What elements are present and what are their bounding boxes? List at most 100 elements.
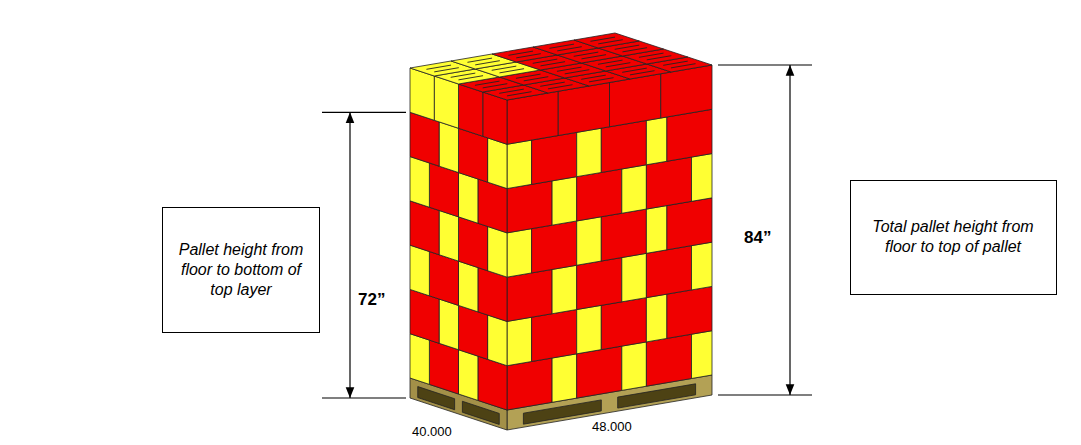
carton-face: [532, 132, 577, 184]
handle-slot: [598, 60, 623, 64]
carton-face: [434, 76, 458, 128]
carton-face: [483, 92, 507, 144]
handle-slot: [524, 77, 549, 81]
handle-slot: [516, 74, 541, 78]
carton-face: [622, 342, 647, 390]
note-text: Pallet height from floor to bottom of to…: [168, 240, 314, 300]
handle-slot: [581, 55, 606, 59]
handle-slot: [622, 68, 647, 72]
handle-slot: [565, 70, 590, 74]
extension-line: [718, 64, 812, 65]
carton-face: [610, 74, 661, 127]
carton-face: [439, 122, 458, 173]
carton-face: [577, 217, 602, 265]
handle-slot: [581, 75, 606, 79]
carton-face: [661, 65, 712, 118]
carton-face: [601, 209, 646, 261]
handle-slot: [589, 78, 614, 82]
handle-slot: [516, 54, 541, 58]
handle-slot: [533, 59, 558, 63]
carton-face: [646, 294, 667, 342]
handle-slot: [467, 58, 492, 62]
carton-face: [507, 91, 558, 144]
handle-slot: [598, 40, 623, 44]
carton-face: [507, 269, 552, 321]
handle-slot: [549, 44, 574, 48]
carton-face: [622, 165, 647, 213]
handle-slot: [557, 47, 582, 51]
carton-face: [507, 358, 552, 410]
carton-face: [646, 117, 667, 165]
carton-face: [507, 317, 532, 365]
note-box: Total pallet height from floor to top of…: [850, 180, 1057, 295]
handle-slot: [499, 69, 524, 73]
carton-face: [410, 245, 429, 296]
note-box: Pallet height from floor to bottom of to…: [162, 207, 320, 333]
carton-face: [459, 350, 478, 401]
handle-slot: [590, 37, 615, 41]
handle-slot: [671, 64, 696, 68]
carton-face: [646, 246, 691, 298]
carton-face: [692, 331, 713, 379]
carton-face: [692, 154, 713, 202]
carton-face: [459, 173, 478, 224]
handle-slot: [574, 52, 599, 56]
handle-slot: [426, 65, 451, 69]
carton-face: [459, 261, 478, 312]
carton-top: [574, 33, 639, 48]
extension-line: [322, 112, 406, 113]
handle-slot: [647, 56, 672, 60]
carton-face: [507, 229, 532, 277]
handle-slot: [622, 48, 647, 52]
handle-slot: [475, 81, 500, 85]
handle-slot: [507, 92, 532, 96]
carton-face: [577, 305, 602, 353]
handle-slot: [458, 76, 483, 80]
carton-face: [552, 354, 577, 402]
carton-face: [692, 242, 713, 290]
carton-face: [646, 206, 667, 254]
handle-slot: [451, 73, 476, 77]
handle-slot: [615, 45, 640, 49]
carton-face: [488, 138, 507, 189]
dimension-arrow: [789, 65, 790, 395]
carton-face: [552, 265, 577, 313]
carton-face: [410, 334, 429, 385]
carton-face: [439, 299, 458, 350]
handle-slot: [639, 53, 664, 57]
note-text: Total pallet height from floor to top of…: [856, 217, 1051, 257]
handle-slot: [630, 71, 655, 75]
pallet-dimension: 48.000: [592, 419, 632, 434]
handle-slot: [499, 89, 524, 93]
dimension-value: 84”: [744, 228, 771, 248]
carton-face: [577, 169, 622, 221]
handle-slot: [606, 63, 631, 67]
carton-face: [410, 68, 434, 120]
carton-face: [601, 298, 646, 350]
carton-face: [558, 83, 609, 136]
handle-slot: [540, 82, 565, 86]
carton-face: [552, 177, 577, 225]
extension-line: [718, 394, 812, 395]
handle-slot: [540, 62, 565, 66]
handle-slot: [492, 66, 517, 70]
carton-face: [507, 181, 552, 233]
extension-line: [322, 397, 406, 398]
handle-slot: [548, 85, 573, 89]
carton-face: [667, 109, 712, 161]
dimension-arrow: [349, 112, 350, 398]
carton-face: [507, 140, 532, 188]
carton-face: [646, 157, 691, 209]
handle-slot: [663, 61, 688, 65]
carton-face: [646, 334, 691, 386]
carton-face: [577, 258, 622, 310]
carton-face: [667, 198, 712, 250]
handle-slot: [475, 61, 500, 65]
dimension-value: 72”: [358, 290, 385, 310]
carton-face: [622, 253, 647, 301]
carton-face: [488, 315, 507, 366]
carton-face: [532, 221, 577, 273]
handle-slot: [483, 84, 508, 88]
carton-face: [410, 157, 429, 208]
handle-slot: [508, 51, 533, 55]
